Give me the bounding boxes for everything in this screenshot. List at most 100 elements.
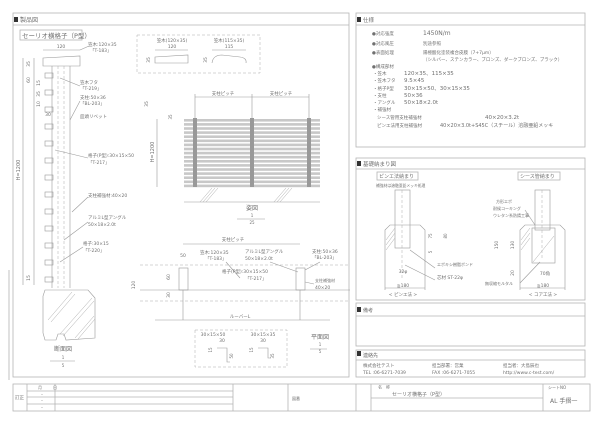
dim: 35 <box>168 114 173 120</box>
dim: 20 <box>510 270 516 276</box>
lattice-slat <box>44 106 54 113</box>
dim: ≧180 <box>397 283 409 289</box>
lattice-slat <box>44 225 54 232</box>
scale: 1 <box>62 355 65 360</box>
dim: 50 <box>229 353 234 359</box>
labels: 製品図セーリオ横格子（P型）笠木:120×35「T-183」笠木フタ「T-219… <box>15 16 577 410</box>
dim: 60 <box>166 274 172 280</box>
spec-label: ●対応風圧 <box>372 40 394 47</box>
label: ウレタン系防錆工事 <box>493 212 529 218</box>
lattice-slat <box>44 174 54 181</box>
spec-label: ・アングル <box>373 99 396 106</box>
cap-title: 笠木(115×35) <box>214 37 245 44</box>
contact-url: http://www.c-test.com/ <box>503 370 555 376</box>
dim: 15 <box>249 347 254 353</box>
dim: 75 <box>428 233 433 239</box>
scale: 1 <box>319 342 322 347</box>
dim: 30 <box>45 112 51 118</box>
spec-value: 40×20×3.0t+S45C（スチール）溶融亜鉛メッキ <box>440 122 553 129</box>
dim: H=1200 <box>150 142 156 163</box>
label: 無収縮モルタル <box>485 280 513 286</box>
sheath-title: シース管納まり <box>520 173 555 180</box>
spec-label: ●構成部材 <box>372 63 394 70</box>
label: 格子(P型):30×15×50 <box>222 268 268 275</box>
spec-value: 40×20×3.2t <box>485 115 520 121</box>
detail-title: 30×15×35 <box>251 332 276 338</box>
pitch-label: 支柱ピッチ <box>212 90 235 97</box>
scale: 1 <box>251 213 254 218</box>
tb-dot: ・ <box>40 398 44 403</box>
label: 笠木フタ <box>80 79 98 86</box>
spec-label: ・笠木 <box>373 70 387 77</box>
view-title: 姿図 <box>246 204 258 212</box>
label: 40×20 <box>315 285 330 291</box>
label: 支柱:50×36 <box>312 248 338 255</box>
dim: 15 <box>36 80 42 86</box>
dim: 35 <box>144 101 150 107</box>
label: 「T-217」 <box>88 160 110 166</box>
label: 「BL-203」 <box>80 101 105 107</box>
spec-label: ・格子P型 <box>373 85 394 92</box>
dim: 120 <box>57 44 66 50</box>
lattice-slat <box>44 89 54 96</box>
spec-label: ●対応強度 <box>372 30 394 37</box>
tb-sheet-label: シートNO <box>548 385 566 390</box>
caption: < コア工法 > <box>529 291 558 298</box>
dim: 35 <box>36 91 42 97</box>
tb-dot: ・ <box>40 392 44 397</box>
label: エポキシ樹脂ボンド <box>437 261 473 267</box>
label: 支柱補強材 <box>315 277 335 283</box>
spec-value: 120×35、115×35 <box>404 71 454 77</box>
dim: 120 <box>168 44 177 50</box>
dim: 32φ <box>399 269 408 275</box>
dim: 15 <box>26 275 32 281</box>
label: 「BL-203」 <box>312 255 337 261</box>
contact-fax: FAX :06-6271-7055 <box>432 370 475 376</box>
dim: 130 <box>510 241 516 250</box>
label: 方形エポ <box>496 198 512 204</box>
spec-value: 陽極酸化塗装複合皮膜（7+7μm） <box>423 49 494 56</box>
dim: 35 <box>270 353 275 359</box>
dim: H=1200 <box>16 160 22 181</box>
cap-details <box>136 34 261 74</box>
tb-month: 月 <box>38 385 42 390</box>
spec-label: ・笠木フタ <box>373 77 396 84</box>
dim: 35 <box>146 57 152 63</box>
label: 「T-219」 <box>80 86 102 92</box>
lattice-slat <box>44 157 54 164</box>
spec-label: ・支柱 <box>373 92 387 99</box>
dim: 30 <box>219 338 225 344</box>
lattice-slat <box>44 276 54 283</box>
dim: 35 <box>203 57 209 63</box>
section-title: 製品図 <box>20 16 38 24</box>
spec-label: シース管用支柱補強材 <box>377 114 422 121</box>
contact-dept: 担当部署：営業 <box>432 362 464 369</box>
scale: 25 <box>249 220 255 225</box>
label: 笠木:120×35 <box>200 249 229 256</box>
dim: 70角 <box>540 270 550 277</box>
spec-value: 30×15×50、30×15×35 <box>404 86 470 92</box>
cap-title: 笠木(120×35) <box>157 37 188 44</box>
tb-drawing-no: 図番 <box>292 395 300 401</box>
label: 笠木:120×35 <box>88 41 117 48</box>
dim: 30 <box>260 338 266 344</box>
lattice-slat <box>44 259 54 266</box>
label: 支柱:50×36 <box>80 94 106 101</box>
label: 「T-220」 <box>83 248 105 254</box>
label: アルミL型アングル <box>245 248 284 255</box>
pitch-label: 支柱ピッチ <box>222 236 245 243</box>
tb-day: 日 <box>53 385 57 390</box>
detail-title: 30×15×50 <box>201 332 226 338</box>
foundation-drawing <box>384 189 566 290</box>
label: 格子(P型):30×15×50 <box>88 152 134 159</box>
label: 「T-217」 <box>245 276 267 282</box>
elevation-drawing <box>156 94 320 220</box>
tb-revision: 訂正 <box>15 394 24 401</box>
dim: 35 <box>26 61 32 67</box>
remarks-title: 備考 <box>363 307 373 314</box>
lattice-slat <box>44 123 54 130</box>
frames <box>12 12 591 412</box>
label: 芯材 ST-22φ <box>437 274 463 281</box>
product-name: セーリオ横格子（P型） <box>22 31 91 40</box>
